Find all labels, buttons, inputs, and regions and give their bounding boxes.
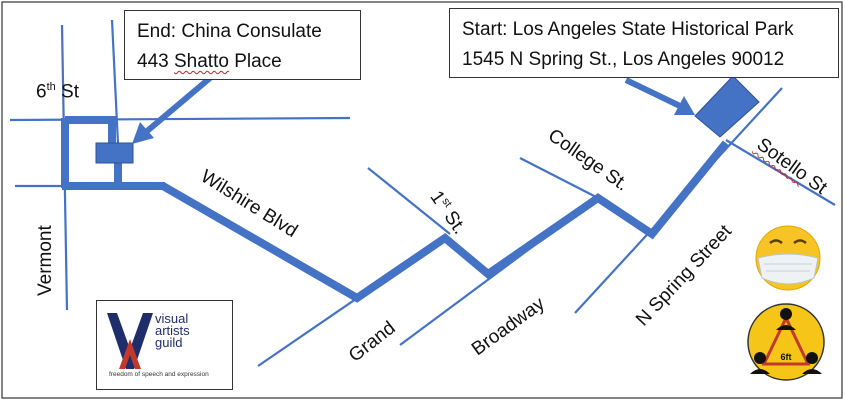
start-pointer-head bbox=[674, 96, 695, 115]
walking-route bbox=[65, 116, 730, 303]
end-pointer-head bbox=[132, 122, 154, 144]
vag-logo-tagline: freedom of speech and expression bbox=[109, 371, 209, 378]
street-college-north bbox=[519, 157, 599, 199]
start-location-box: Start: Los Angeles State Historical Park… bbox=[449, 8, 839, 78]
vag-logo-mark-icon bbox=[107, 313, 153, 369]
vag-logo-text: visual artists guild bbox=[155, 311, 190, 350]
start-title: Start: Los Angeles State Historical Park bbox=[462, 19, 794, 40]
social-distance-icon: 6ft bbox=[747, 303, 825, 381]
mask-face-icon bbox=[755, 225, 821, 291]
street-sotello bbox=[725, 139, 836, 206]
street-1st-north bbox=[367, 167, 451, 235]
end-address: 443 Shatto Place bbox=[137, 51, 282, 72]
end-title: End: China Consulate bbox=[137, 21, 322, 42]
label-vermont: Vermont bbox=[35, 225, 56, 296]
map-frame bbox=[1, 1, 843, 399]
label-6th-st: 6th St bbox=[36, 81, 79, 103]
start-pointer-arrow bbox=[624, 77, 682, 109]
park-marker bbox=[694, 75, 760, 138]
consulate-marker bbox=[95, 142, 134, 164]
end-pointer-arrow bbox=[144, 75, 212, 135]
vag-logo-box: visual artists guild freedom of speech a… bbox=[96, 300, 233, 390]
end-location-box: End: China Consulate 443 Shatto Place bbox=[124, 10, 361, 80]
distance-label: 6ft bbox=[781, 352, 792, 362]
start-address: 1545 N Spring St., Los Angeles 90012 bbox=[462, 49, 785, 70]
